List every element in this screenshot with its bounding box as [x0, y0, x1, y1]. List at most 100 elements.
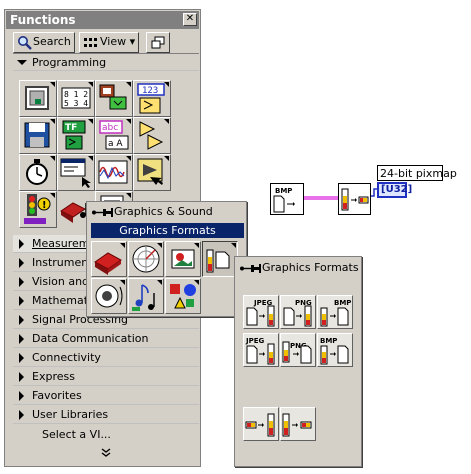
shapes-icon — [170, 284, 196, 309]
music-tile[interactable] — [128, 278, 164, 314]
synchronization-tile[interactable]: ! — [19, 191, 57, 228]
3d-picture-icon — [94, 252, 122, 275]
graphics-formats-subpalette: Graphics Formats JPEG PNG BMP — [234, 256, 362, 467]
numeric-tile[interactable]: 123 — [133, 80, 171, 117]
collapsed-arrow-icon — [19, 239, 24, 249]
diagram-wire-pink[interactable] — [304, 195, 340, 201]
magnifier-icon — [18, 36, 32, 50]
svg-text:5 3 4: 5 3 4 — [64, 99, 88, 108]
write-jpeg-label: JPEG — [245, 337, 265, 345]
array-icon: 8 1 2 5 3 4 — [61, 87, 91, 109]
read-bmp-file-node[interactable]: BMP — [270, 183, 304, 215]
restore-size-button[interactable] — [146, 32, 170, 53]
category-label: User Libraries — [32, 408, 109, 421]
file-io-tile[interactable] — [19, 117, 57, 154]
collapsed-arrow-icon — [19, 372, 24, 382]
picture-plot-tile[interactable] — [128, 241, 164, 277]
category-label: Connectivity — [32, 351, 101, 364]
floppy-disk-icon — [24, 122, 50, 148]
read-jpeg-label: JPEG — [253, 299, 273, 307]
shapes-tile[interactable] — [165, 278, 201, 314]
string-icon-caption: a A — [108, 139, 123, 149]
category-data-communication[interactable]: Data Communication — [13, 330, 199, 348]
diagram-wire-blue[interactable] — [370, 186, 379, 200]
view-button[interactable]: View ▾ — [79, 32, 139, 53]
comparison-tile[interactable] — [133, 117, 171, 154]
svg-text:!: ! — [42, 200, 47, 211]
boolean-icon: TF — [62, 120, 86, 150]
pixmap-indicator-label[interactable]: 24-bit pixmap — [377, 165, 457, 181]
3d-picture-tile[interactable] — [91, 241, 127, 277]
collapsed-arrow-icon — [19, 277, 24, 287]
cluster-tile[interactable] — [95, 80, 133, 117]
read-bmp-label: BMP — [334, 299, 351, 307]
palette-title-bar[interactable]: Functions ✕ — [6, 11, 199, 29]
close-icon[interactable]: ✕ — [183, 13, 197, 26]
double-chevron-down-icon[interactable] — [99, 447, 113, 459]
read-png-icon: PNG — [283, 299, 312, 327]
unflatten-pixmap-node-icon — [341, 188, 369, 211]
numeric-icon: 123 — [137, 83, 165, 114]
view-button-label: View ▾ — [100, 35, 136, 48]
palette-title: Functions — [10, 13, 76, 27]
boolean-tile[interactable]: TF — [57, 117, 95, 154]
collapsed-arrow-icon — [19, 334, 24, 344]
read-jpeg-icon: JPEG — [246, 299, 275, 327]
dialog-ui-tile[interactable] — [57, 154, 95, 191]
graphics-formats-icon — [206, 249, 230, 273]
string-tile[interactable]: abc a A — [95, 117, 133, 154]
thumbtack-icon[interactable] — [239, 263, 261, 273]
stopwatch-icon — [26, 159, 48, 185]
subpalette-header[interactable]: Graphics & Sound — [91, 205, 213, 221]
traffic-light-icon: ! — [24, 194, 51, 224]
svg-text:8 1 2: 8 1 2 — [64, 90, 88, 99]
structures-tile[interactable] — [19, 80, 57, 117]
collapsed-arrow-icon — [19, 258, 24, 268]
collapsed-arrow-icon — [19, 391, 24, 401]
graphics-sound-subpalette: Graphics & Sound Graphics Formats — [86, 201, 247, 317]
waveform-tile[interactable] — [95, 154, 133, 191]
highlighted-category-banner: Graphics Formats — [91, 223, 244, 238]
category-express[interactable]: Express — [13, 368, 199, 386]
select-vi-item[interactable]: Select a VI... — [42, 428, 111, 441]
category-connectivity[interactable]: Connectivity — [13, 349, 199, 367]
write-jpeg-file-tile[interactable]: JPEG — [243, 333, 279, 367]
subpalette-header[interactable]: Graphics Formats — [239, 261, 359, 274]
unflatten-pixmap-tile[interactable] — [280, 407, 316, 441]
write-png-icon: PNG — [282, 341, 312, 364]
subpalette-title: Graphics & Sound — [114, 205, 213, 218]
subpalette-title: Graphics Formats — [262, 261, 359, 274]
read-jpeg-file-tile[interactable]: JPEG — [243, 295, 279, 329]
cluster-icon — [99, 84, 127, 110]
flatten-pixmap-tile[interactable] — [243, 407, 279, 441]
search-button[interactable]: Search — [13, 32, 75, 53]
category-user-libraries[interactable]: User Libraries — [13, 406, 199, 424]
read-bmp-icon: BMP — [320, 299, 351, 327]
thumbtack-icon[interactable] — [91, 207, 113, 217]
picture-functions-tile[interactable] — [165, 241, 201, 277]
array-tile[interactable]: 8 1 2 5 3 4 — [57, 80, 95, 117]
write-png-file-tile[interactable]: PNG — [280, 333, 316, 367]
category-label: Programming — [32, 56, 107, 69]
sound-tile[interactable] — [91, 278, 127, 314]
waveform-icon — [98, 160, 128, 184]
window-restore-icon — [151, 36, 165, 49]
string-icon-text: abc — [102, 123, 118, 133]
unflatten-pixmap-node[interactable] — [338, 183, 371, 215]
category-programming[interactable]: Programming — [13, 53, 199, 71]
flatten-pixmap-icon — [245, 413, 275, 437]
application-control-tile[interactable] — [133, 154, 171, 191]
category-favorites[interactable]: Favorites — [13, 387, 199, 405]
numeric-icon-text: 123 — [142, 86, 158, 96]
timing-tile[interactable] — [19, 154, 57, 191]
write-bmp-file-tile[interactable]: BMP — [317, 333, 353, 367]
collapsed-arrow-icon — [19, 296, 24, 306]
picture-functions-icon — [171, 249, 195, 269]
read-png-file-tile[interactable]: PNG — [280, 295, 316, 329]
collapsed-arrow-icon — [19, 410, 24, 420]
category-label: Express — [32, 370, 75, 383]
app-control-icon — [137, 158, 163, 185]
read-bmp-file-tile[interactable]: BMP — [317, 295, 353, 329]
u32-array-indicator[interactable]: [U32] — [377, 182, 412, 198]
graphics-formats-tile[interactable] — [202, 241, 238, 277]
